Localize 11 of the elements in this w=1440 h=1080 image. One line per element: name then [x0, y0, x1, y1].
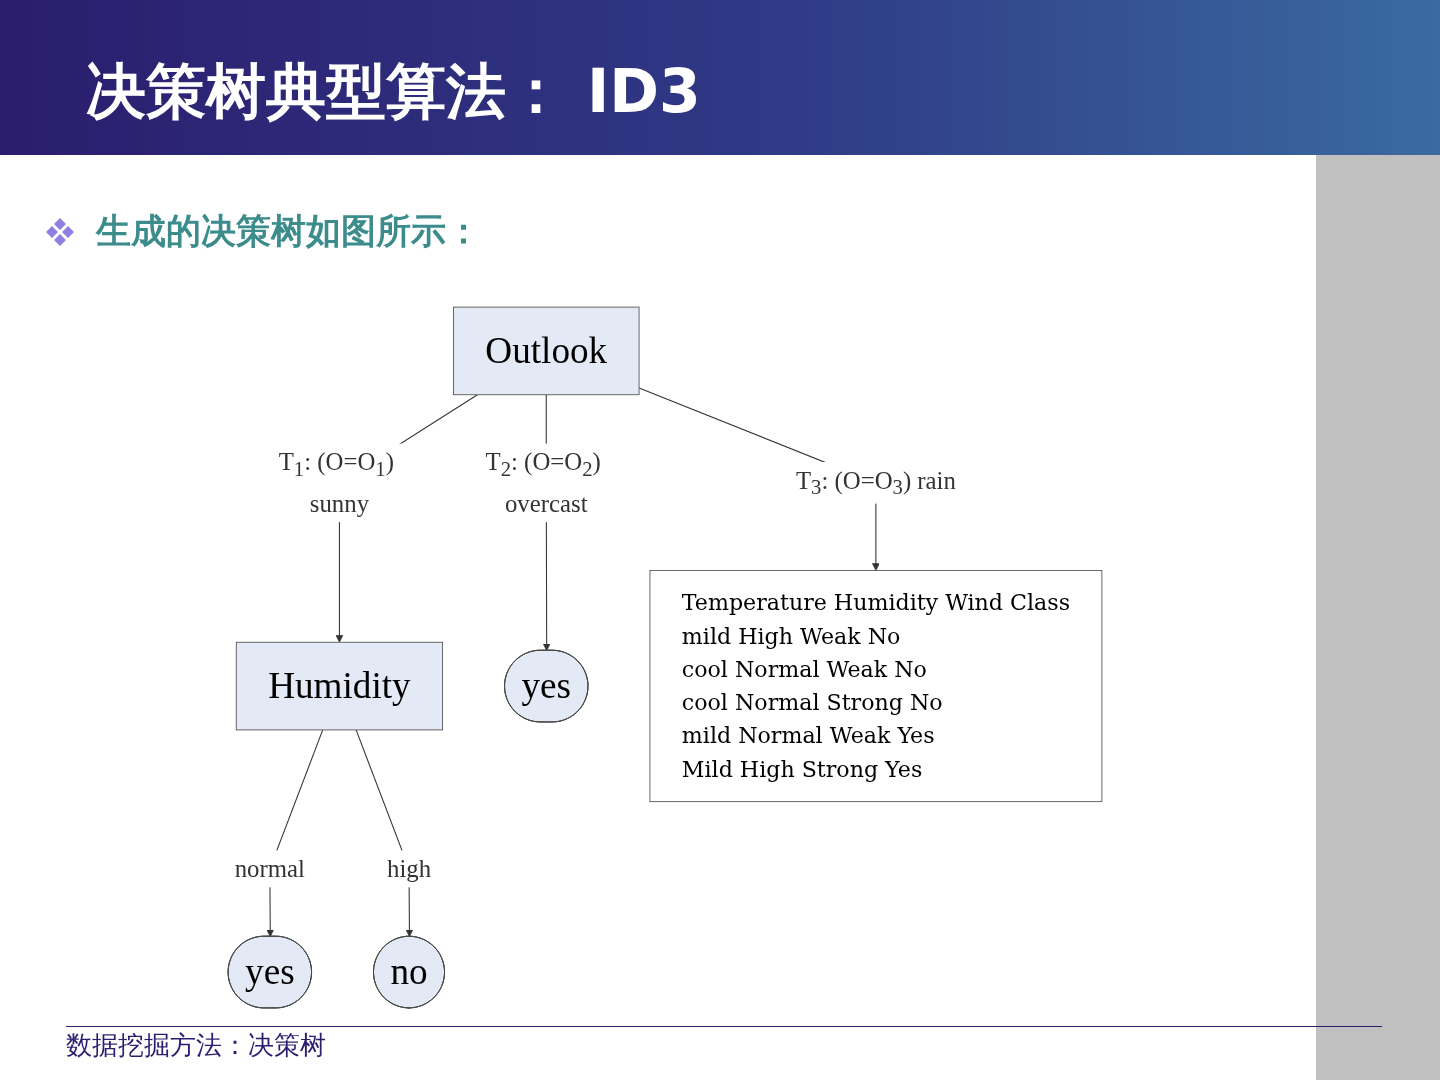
- edge-label: T$_{1}$: (O=O$_{1}$) sunny: [278, 447, 394, 517]
- edge-label: normal: [234, 854, 305, 883]
- edge-label: T$_{2}$: (O=O$_{2}$) overcast: [485, 447, 601, 517]
- node-box: Outlook: [453, 306, 640, 396]
- slide-title: 决策树典型算法： ID3: [86, 58, 701, 124]
- edge-label: T$_{3}$: (O=O$_{3}$) rain: [795, 466, 956, 499]
- footer-text: 数据挖掘方法：决策树: [66, 1030, 326, 1062]
- node-box: Humidity: [235, 641, 444, 731]
- node-box: Temperature Humidity Wind Class mild High Weak No cool Normal Weak No cool Normal Strong No mild Normal Weak Yes Mild High Strong Yes: [649, 570, 1103, 803]
- edge-label: high: [386, 854, 432, 883]
- bullet-text: 生成的决策树如图所示：: [96, 210, 481, 252]
